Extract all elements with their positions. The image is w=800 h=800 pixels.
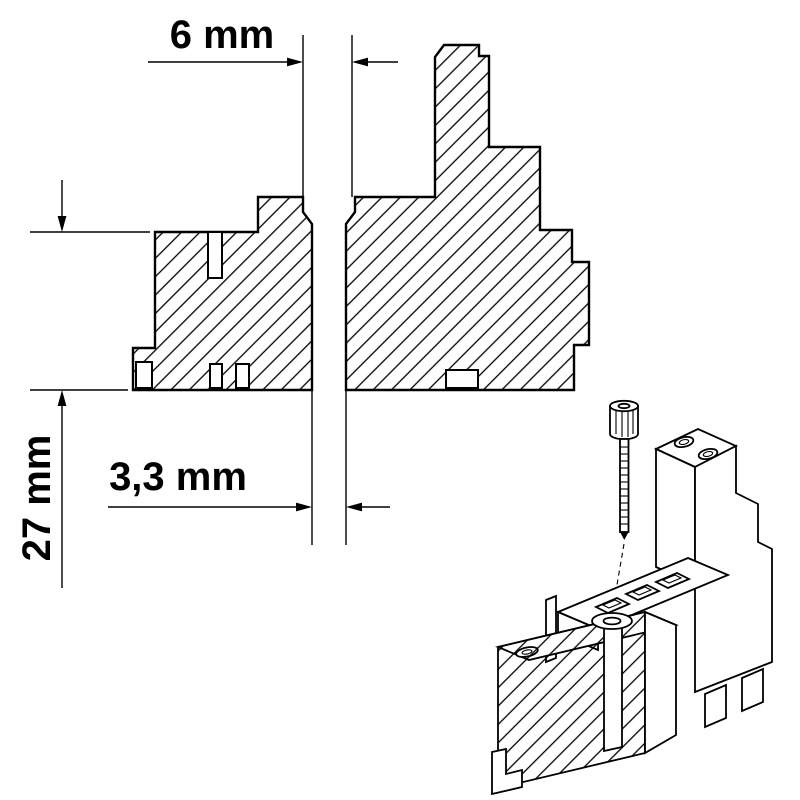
screw-boss-hole [602,616,622,626]
terminal-opening-3 [653,572,692,589]
arrowhead-left [352,57,368,67]
arrowhead-down [57,216,67,232]
arrowhead-right [296,502,312,512]
dimension-top-width-label: 6 mm [170,13,275,57]
dimension-hole-width: 3,3 mm [108,455,390,512]
dimension-hole-width-label: 3,3 mm [109,455,247,499]
arrowhead-right [287,57,303,67]
section-slot-bottom-2 [235,363,250,389]
section-foot-slot [135,361,153,389]
cross-section-view [131,35,591,545]
screw-shaft [619,438,630,533]
screw-head-shading [615,410,634,437]
tower-hole-1-inner [678,438,690,446]
tower-hole-2 [697,447,719,461]
section-notch-right [445,369,479,389]
front-screw-channel [603,623,623,753]
section-right-body [344,43,591,392]
dimension-top-width: 6 mm [148,13,398,67]
dimension-height-label: 27 mm [15,435,59,562]
screw-hex-socket [617,402,631,410]
tower-hole-1 [673,435,695,449]
dimension-height: 27 mm [15,180,150,588]
section-slot-bottom-1 [209,363,223,389]
arrowhead-left [346,502,362,512]
terminal-opening-1 [593,597,632,614]
tower-hole-2-inner [702,450,714,458]
relay-socket [491,428,773,796]
screw-tip [620,532,629,540]
tower-stepped-side [694,444,773,694]
socket-foot-right-1 [704,683,727,729]
socket-foot-right-2 [741,667,764,713]
din-rail-hook [491,747,523,796]
terminal-opening-2 [623,584,662,601]
section-slot-top [207,231,223,279]
front-block-side-face [644,610,677,755]
isometric-view [491,399,773,796]
mounting-screw [609,399,639,540]
arrowhead-up [57,390,67,406]
screw-threads [620,446,628,525]
front-block-cut-face [497,610,646,790]
section-left-body [131,195,314,392]
